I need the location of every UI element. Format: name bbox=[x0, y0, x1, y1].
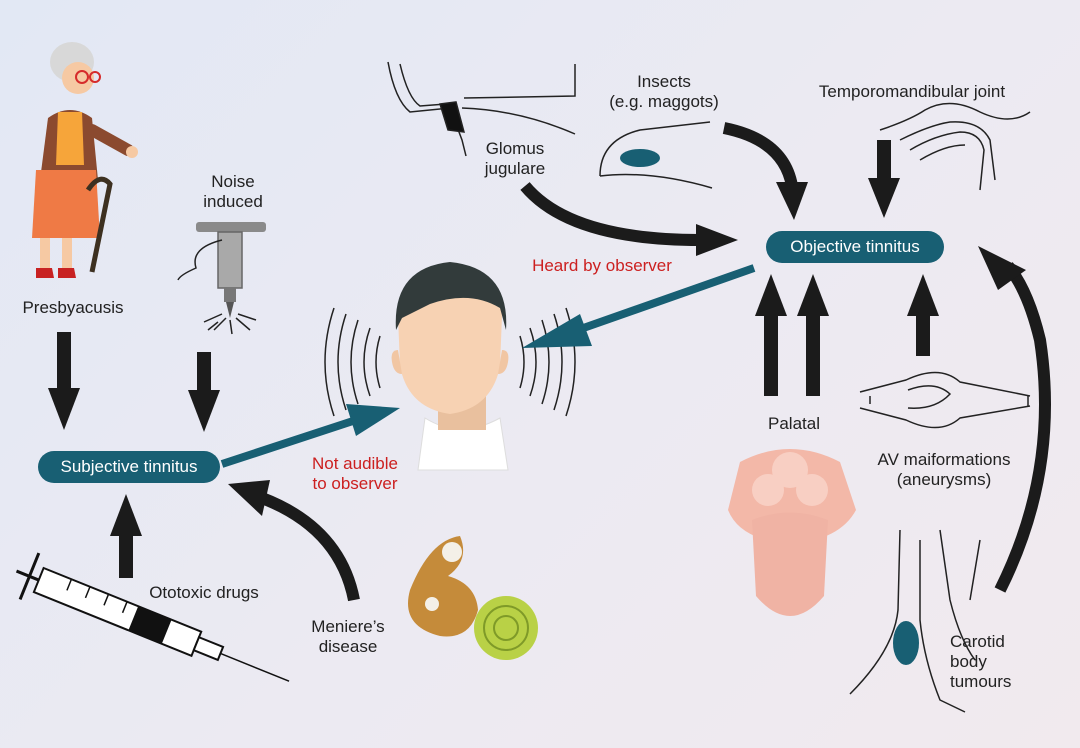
node-objective-tinnitus: Objective tinnitus bbox=[766, 231, 944, 263]
node-subjective-tinnitus: Subjective tinnitus bbox=[38, 451, 220, 483]
jaw-joint-icon bbox=[879, 102, 1031, 191]
label-noise-line2: induced bbox=[203, 192, 263, 211]
label-noise-line1: Noise bbox=[211, 172, 255, 191]
elderly-woman-icon bbox=[32, 42, 138, 278]
arrow-insects-head bbox=[776, 182, 808, 220]
label-glomus-jugulare: Glomus jugulare bbox=[460, 139, 570, 179]
label-insects: Insects (e.g. maggots) bbox=[596, 72, 732, 112]
arrow-palatal-1 bbox=[755, 274, 787, 396]
label-menieres-disease: Meniere’s disease bbox=[300, 617, 396, 657]
label-insects-line1: Insects bbox=[637, 72, 691, 91]
syringe-icon bbox=[15, 552, 290, 682]
label-not-audible: Not audible to observer bbox=[300, 454, 410, 494]
head-icon bbox=[391, 262, 509, 471]
sound-waves-right bbox=[519, 307, 576, 417]
arrow-palatal-2 bbox=[797, 274, 829, 396]
ear-canal-icon bbox=[387, 61, 576, 157]
label-av-line2: (aneurysms) bbox=[896, 470, 992, 489]
arrow-objective-to-head bbox=[570, 264, 756, 336]
label-tmj: Temporomandibular joint bbox=[818, 82, 1006, 101]
arrow-objective-to-head-tip bbox=[522, 314, 592, 348]
label-not-audible-line1: Not audible bbox=[311, 454, 398, 473]
arrow-glomus-head bbox=[696, 224, 738, 256]
label-carotid-line1: Carotid bbox=[950, 632, 1005, 651]
jackhammer-icon bbox=[177, 222, 266, 335]
label-av-line1: AV maiformations bbox=[877, 450, 1011, 469]
arrow-carotid-head bbox=[978, 246, 1026, 290]
arrow-glomus bbox=[520, 182, 701, 246]
label-heard-by-observer: Heard by observer bbox=[532, 256, 672, 275]
label-glomus-line2: jugulare bbox=[484, 159, 546, 178]
carotid-icon bbox=[849, 529, 981, 713]
arrow-meniere bbox=[259, 492, 360, 602]
label-ototoxic-drugs: Ototoxic drugs bbox=[149, 583, 259, 602]
tongue-icon bbox=[728, 449, 856, 616]
arrow-noise bbox=[188, 352, 220, 432]
arrow-ototoxic bbox=[110, 494, 142, 578]
label-noise-induced: Noise induced bbox=[178, 172, 288, 212]
insects-icon bbox=[599, 121, 713, 189]
label-meniere-line2: disease bbox=[318, 637, 378, 656]
label-av-malformations: AV maiformations (aneurysms) bbox=[858, 450, 1030, 490]
label-not-audible-line2: to observer bbox=[312, 474, 398, 493]
arrow-subjective-to-head-tip bbox=[346, 404, 400, 436]
label-meniere-line1: Meniere’s bbox=[311, 617, 385, 636]
sound-waves-left bbox=[324, 307, 381, 417]
arrow-meniere-head bbox=[228, 480, 270, 516]
arrow-tmj bbox=[868, 140, 900, 218]
label-glomus-line1: Glomus bbox=[485, 139, 545, 158]
label-carotid-line3: tumours bbox=[950, 672, 1012, 691]
arrow-subjective-to-head bbox=[220, 416, 358, 468]
arrow-av bbox=[907, 274, 939, 356]
arrow-carotid bbox=[994, 262, 1051, 593]
arrow-presbyacusis bbox=[48, 332, 80, 430]
vessel-icon bbox=[859, 371, 1031, 429]
label-carotid-line2: body bbox=[950, 652, 987, 671]
label-insects-line2: (e.g. maggots) bbox=[609, 92, 719, 111]
label-palatal: Palatal bbox=[768, 414, 820, 433]
label-carotid-body-tumours: Carotid body tumours bbox=[950, 632, 1034, 692]
arrow-insects bbox=[722, 122, 798, 188]
label-presbyacusis: Presbyacusis bbox=[22, 298, 124, 317]
inner-ear-icon bbox=[408, 536, 538, 660]
